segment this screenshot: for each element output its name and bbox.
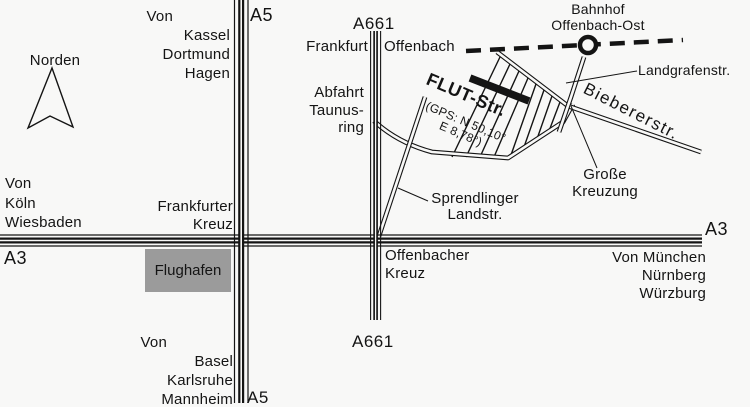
a5-label-bottom: A5 (247, 388, 269, 407)
place-offenbach: Offenbach (384, 38, 455, 55)
destination-line: Von (140, 334, 167, 351)
destination-line: Dortmund (162, 46, 230, 63)
street-landgrafenstr: Landgrafenstr. (638, 62, 731, 78)
destination-line: Würzburg (639, 285, 706, 302)
destination-line: Von (5, 175, 32, 192)
street-hatch-lines (451, 56, 561, 158)
bahnhof-line: Offenbach-Ost (551, 17, 645, 33)
destination-line: Karlsruhe (167, 372, 233, 389)
a5-highway (233, 0, 249, 403)
railway-dashed-line (465, 37, 684, 54)
destination-north: Von Kassel Dortmund Hagen (70, 7, 230, 83)
junction-line: Offenbacher (385, 247, 470, 264)
destination-line: Basel (194, 353, 233, 370)
destination-line: Mannheim (161, 391, 233, 407)
destination-west: Von Köln Wiesbaden (5, 174, 82, 233)
destination-line: Nürnberg (641, 267, 706, 284)
a661-label-top: A661 (353, 14, 395, 33)
pointer-line-landgrafenstr (565, 70, 638, 84)
destination-east: Von München Nürnberg Würzburg (546, 249, 706, 303)
abfahrt-line: Abfahrt (314, 84, 364, 101)
compass-label: Norden (29, 52, 81, 69)
abfahrt-line: ring (338, 119, 364, 136)
junction-line: Kreuz (192, 216, 233, 233)
landgrafenstr-road (556, 56, 587, 133)
sprendlinger-road (376, 96, 428, 237)
a3-label-left: A3 (4, 248, 28, 268)
destination-line: Hagen (184, 65, 230, 82)
pointer-line-sprendlinger (397, 187, 429, 202)
place-frankfurt: Frankfurt (306, 38, 368, 55)
street-abfahrt-taunusring: Abfahrt Taunus- ring (254, 84, 364, 137)
destination-line: Wiesbaden (5, 214, 82, 231)
street-sprendlinger: Sprendlinger Landstr. (418, 191, 532, 223)
compass-arrow-icon (26, 66, 75, 130)
bahnhof-line: Bahnhof (571, 1, 625, 17)
junction-frankfurter-kreuz: Frankfurter Kreuz (103, 198, 233, 234)
junction-line: Kreuz (385, 265, 426, 282)
street-line: Landstr. (447, 206, 503, 223)
a661-label-bottom: A661 (352, 332, 394, 351)
a661-highway (370, 31, 382, 320)
destination-line: Köln (5, 194, 36, 212)
flughafen-label: Flughafen (154, 262, 222, 279)
junction-grosse-kreuzung: Große Kreuzung (557, 166, 653, 200)
pointer-line-grosse-kreuzung (570, 105, 598, 169)
a3-label-right: A3 (705, 219, 729, 239)
street-line: Sprendlinger (431, 190, 519, 207)
junction-line: Kreuzung (572, 183, 638, 200)
destination-south: Von Basel Karlsruhe Mannheim (73, 333, 233, 407)
abfahrt-line: Taunus- (309, 101, 364, 119)
place-bahnhof: Bahnhof Offenbach-Ost (542, 1, 654, 33)
junction-offenbacher-kreuz: Offenbacher Kreuz (385, 247, 469, 283)
station-circle (577, 34, 599, 56)
a5-label-top: A5 (250, 5, 274, 25)
a3-highway (0, 234, 702, 247)
flut-str-bar (468, 74, 531, 105)
flughafen-area-box: Flughafen (145, 249, 231, 292)
junction-line: Große (583, 166, 627, 183)
destination-line: Kassel (183, 27, 230, 44)
junction-line: Frankfurter (157, 198, 233, 215)
destination-line: Von (146, 8, 173, 25)
destination-line: Von München (612, 249, 706, 266)
